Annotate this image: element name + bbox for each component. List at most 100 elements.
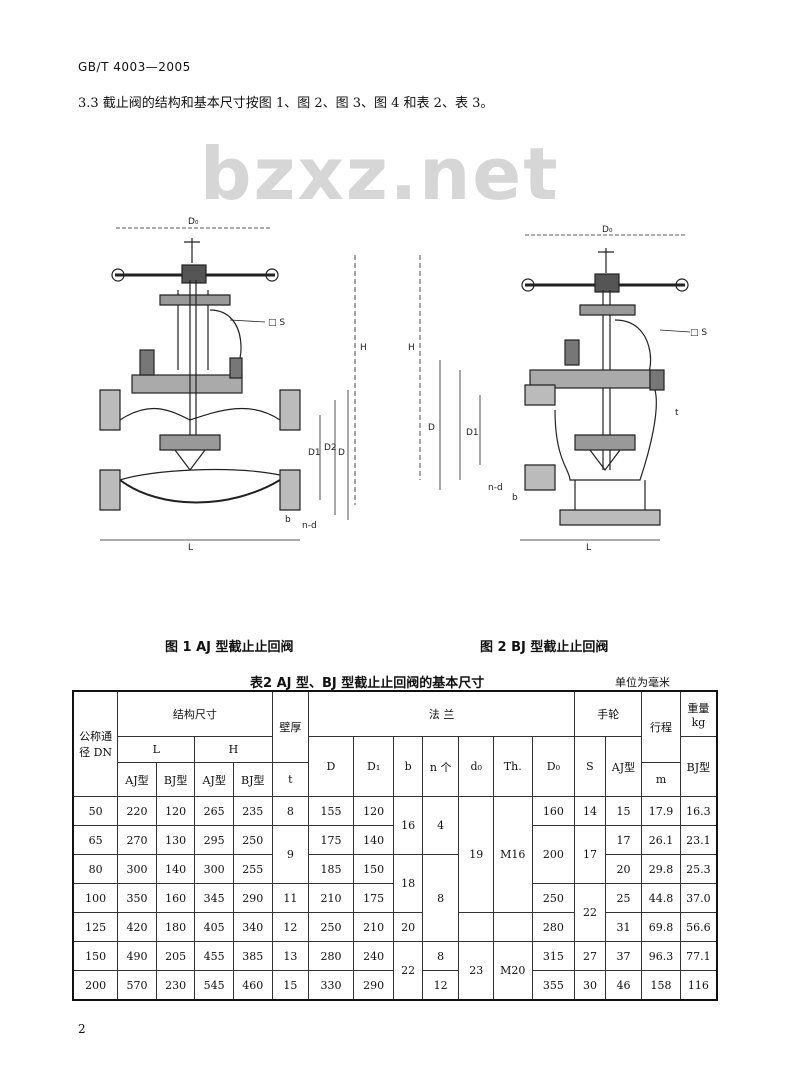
fig1-label-d2: D2 (324, 443, 337, 453)
cell-m: 46 (604, 970, 643, 1001)
cell-t: 9 (271, 825, 310, 884)
cell-h-bj: 250 (232, 825, 273, 855)
cell-dn: 65 (72, 825, 119, 855)
fig1-label-l: L (188, 543, 193, 553)
cell-w-bj: 56.6 (679, 912, 718, 942)
cell-t: 12 (271, 912, 310, 942)
header-th: Th. (492, 736, 533, 797)
header-s: S (574, 736, 606, 797)
fig2-label-d1: D1 (466, 428, 479, 438)
cell-b: 22 (393, 941, 423, 1001)
cell-d: 330 (308, 970, 354, 1001)
header-l-aj: AJ型 (117, 762, 157, 797)
cell-d: 210 (308, 883, 354, 913)
cell-dw: 355 (531, 970, 576, 1001)
fig1-label-h: H (360, 343, 367, 353)
cell-s: 17 (574, 825, 606, 884)
header-h-aj: AJ型 (194, 762, 234, 797)
cell-d1: 290 (352, 970, 395, 1001)
cell-w-bj: 25.3 (679, 854, 718, 884)
cell-th: M16 (492, 796, 533, 913)
header-weight-aj: AJ型 (604, 736, 643, 797)
cell-d1: 175 (352, 883, 395, 913)
cell-h-bj: 290 (232, 883, 273, 913)
cell-d0: 23 (458, 941, 494, 1001)
cell-l-aj: 570 (117, 970, 157, 1001)
cell-m: 15 (604, 796, 643, 826)
cell-s: 30 (574, 970, 606, 1001)
cell-d1: 150 (352, 854, 395, 884)
cell-l-aj: 490 (117, 941, 157, 971)
header-l: L (117, 736, 196, 763)
cell-b: 20 (393, 912, 423, 942)
cell-m: 20 (604, 854, 643, 884)
cell-dw: 280 (531, 912, 576, 942)
cell-dn: 150 (72, 941, 119, 971)
header-weight: 重量 kg (679, 690, 718, 737)
table-row: 65 270 130 295 250 9 175 140 200 17 17 2… (72, 825, 718, 884)
cell-l-aj: 300 (117, 854, 157, 884)
figure-2-caption: 图 2 BJ 型截止止回阀 (480, 640, 609, 655)
header-dw: D₀ (531, 736, 576, 797)
cell-h-aj: 545 (194, 970, 234, 1001)
cell-b: 16 (393, 796, 423, 855)
cell-b: 18 (393, 854, 423, 913)
cell-d1: 240 (352, 941, 395, 971)
fig2-label-nd: n-d (488, 483, 503, 493)
table-row: 125 420 180 405 340 12 250 210 20 280 31… (72, 912, 718, 942)
cell-m: 31 (604, 912, 643, 942)
cell-d: 280 (308, 941, 354, 971)
cell-w-bj: 77.1 (679, 941, 718, 971)
fig1-label-s: □ S (268, 318, 285, 328)
cell-h-aj: 405 (194, 912, 234, 942)
cell-h-aj: 455 (194, 941, 234, 971)
cell-w-aj: 158 (641, 970, 681, 1001)
page-number: 2 (78, 1022, 86, 1036)
cell-n: 12 (421, 970, 460, 1001)
header-weight-bj: BJ型 (679, 736, 718, 797)
header-l-bj: BJ型 (155, 762, 196, 797)
fig1-label-nd: n-d (302, 521, 317, 531)
table-title: 表2 AJ 型、BJ 型截止止回阀的基本尺寸 (250, 676, 485, 691)
cell-d1: 140 (352, 825, 395, 855)
cell-s: 22 (574, 883, 606, 942)
cell-t: 13 (271, 941, 310, 971)
table-row: 80 300 140 300 255 185 150 18 8 20 29.8 … (72, 854, 718, 942)
cell-w-bj: 23.1 (679, 825, 718, 855)
fig2-label-h: H (408, 343, 415, 353)
clause-text: 3.3 截止阀的结构和基本尺寸按图 1、图 2、图 3、图 4 和表 2、表 3… (78, 96, 494, 111)
cell-l-aj: 350 (117, 883, 157, 913)
header-flange: 法 兰 (308, 690, 576, 737)
cell-l-bj: 160 (155, 883, 196, 913)
cell-d: 175 (308, 825, 354, 855)
table-row: 50 220 120 265 235 8 155 120 16 4 19 M16… (72, 796, 718, 913)
header-m: m (641, 762, 681, 797)
cell-h-bj: 385 (232, 941, 273, 971)
cell-l-aj: 420 (117, 912, 157, 942)
figure-1-caption: 图 1 AJ 型截止止回阀 (165, 640, 294, 655)
cell-l-bj: 230 (155, 970, 196, 1001)
table-row: 100 350 160 345 290 11 210 175 250 22 25… (72, 883, 718, 942)
header-dn: 公称通径 DN (72, 690, 119, 797)
cell-h-bj: 460 (232, 970, 273, 1001)
cell-dn: 80 (72, 854, 119, 884)
cell-h-bj: 340 (232, 912, 273, 942)
header-n: n 个 (421, 736, 460, 797)
cell-w-aj: 44.8 (641, 883, 681, 913)
fig2-label-d0: D₀ (602, 225, 613, 235)
fig1-label-d0: D₀ (188, 217, 199, 227)
header-stroke: 行程 (641, 690, 681, 763)
cell-w-aj: 69.8 (641, 912, 681, 942)
cell-dw: 160 (531, 796, 576, 826)
cell-w-aj: 29.8 (641, 854, 681, 884)
cell-dn: 50 (72, 796, 119, 826)
header-b: b (393, 736, 423, 797)
header-wheel: 手轮 (574, 690, 643, 737)
header-h: H (194, 736, 273, 763)
cell-m: 17 (604, 825, 643, 855)
fig2-label-b: b (512, 493, 518, 503)
cell-d1: 120 (352, 796, 395, 826)
cell-dw: 315 (531, 941, 576, 971)
cell-s: 27 (574, 941, 606, 971)
cell-l-bj: 120 (155, 796, 196, 826)
